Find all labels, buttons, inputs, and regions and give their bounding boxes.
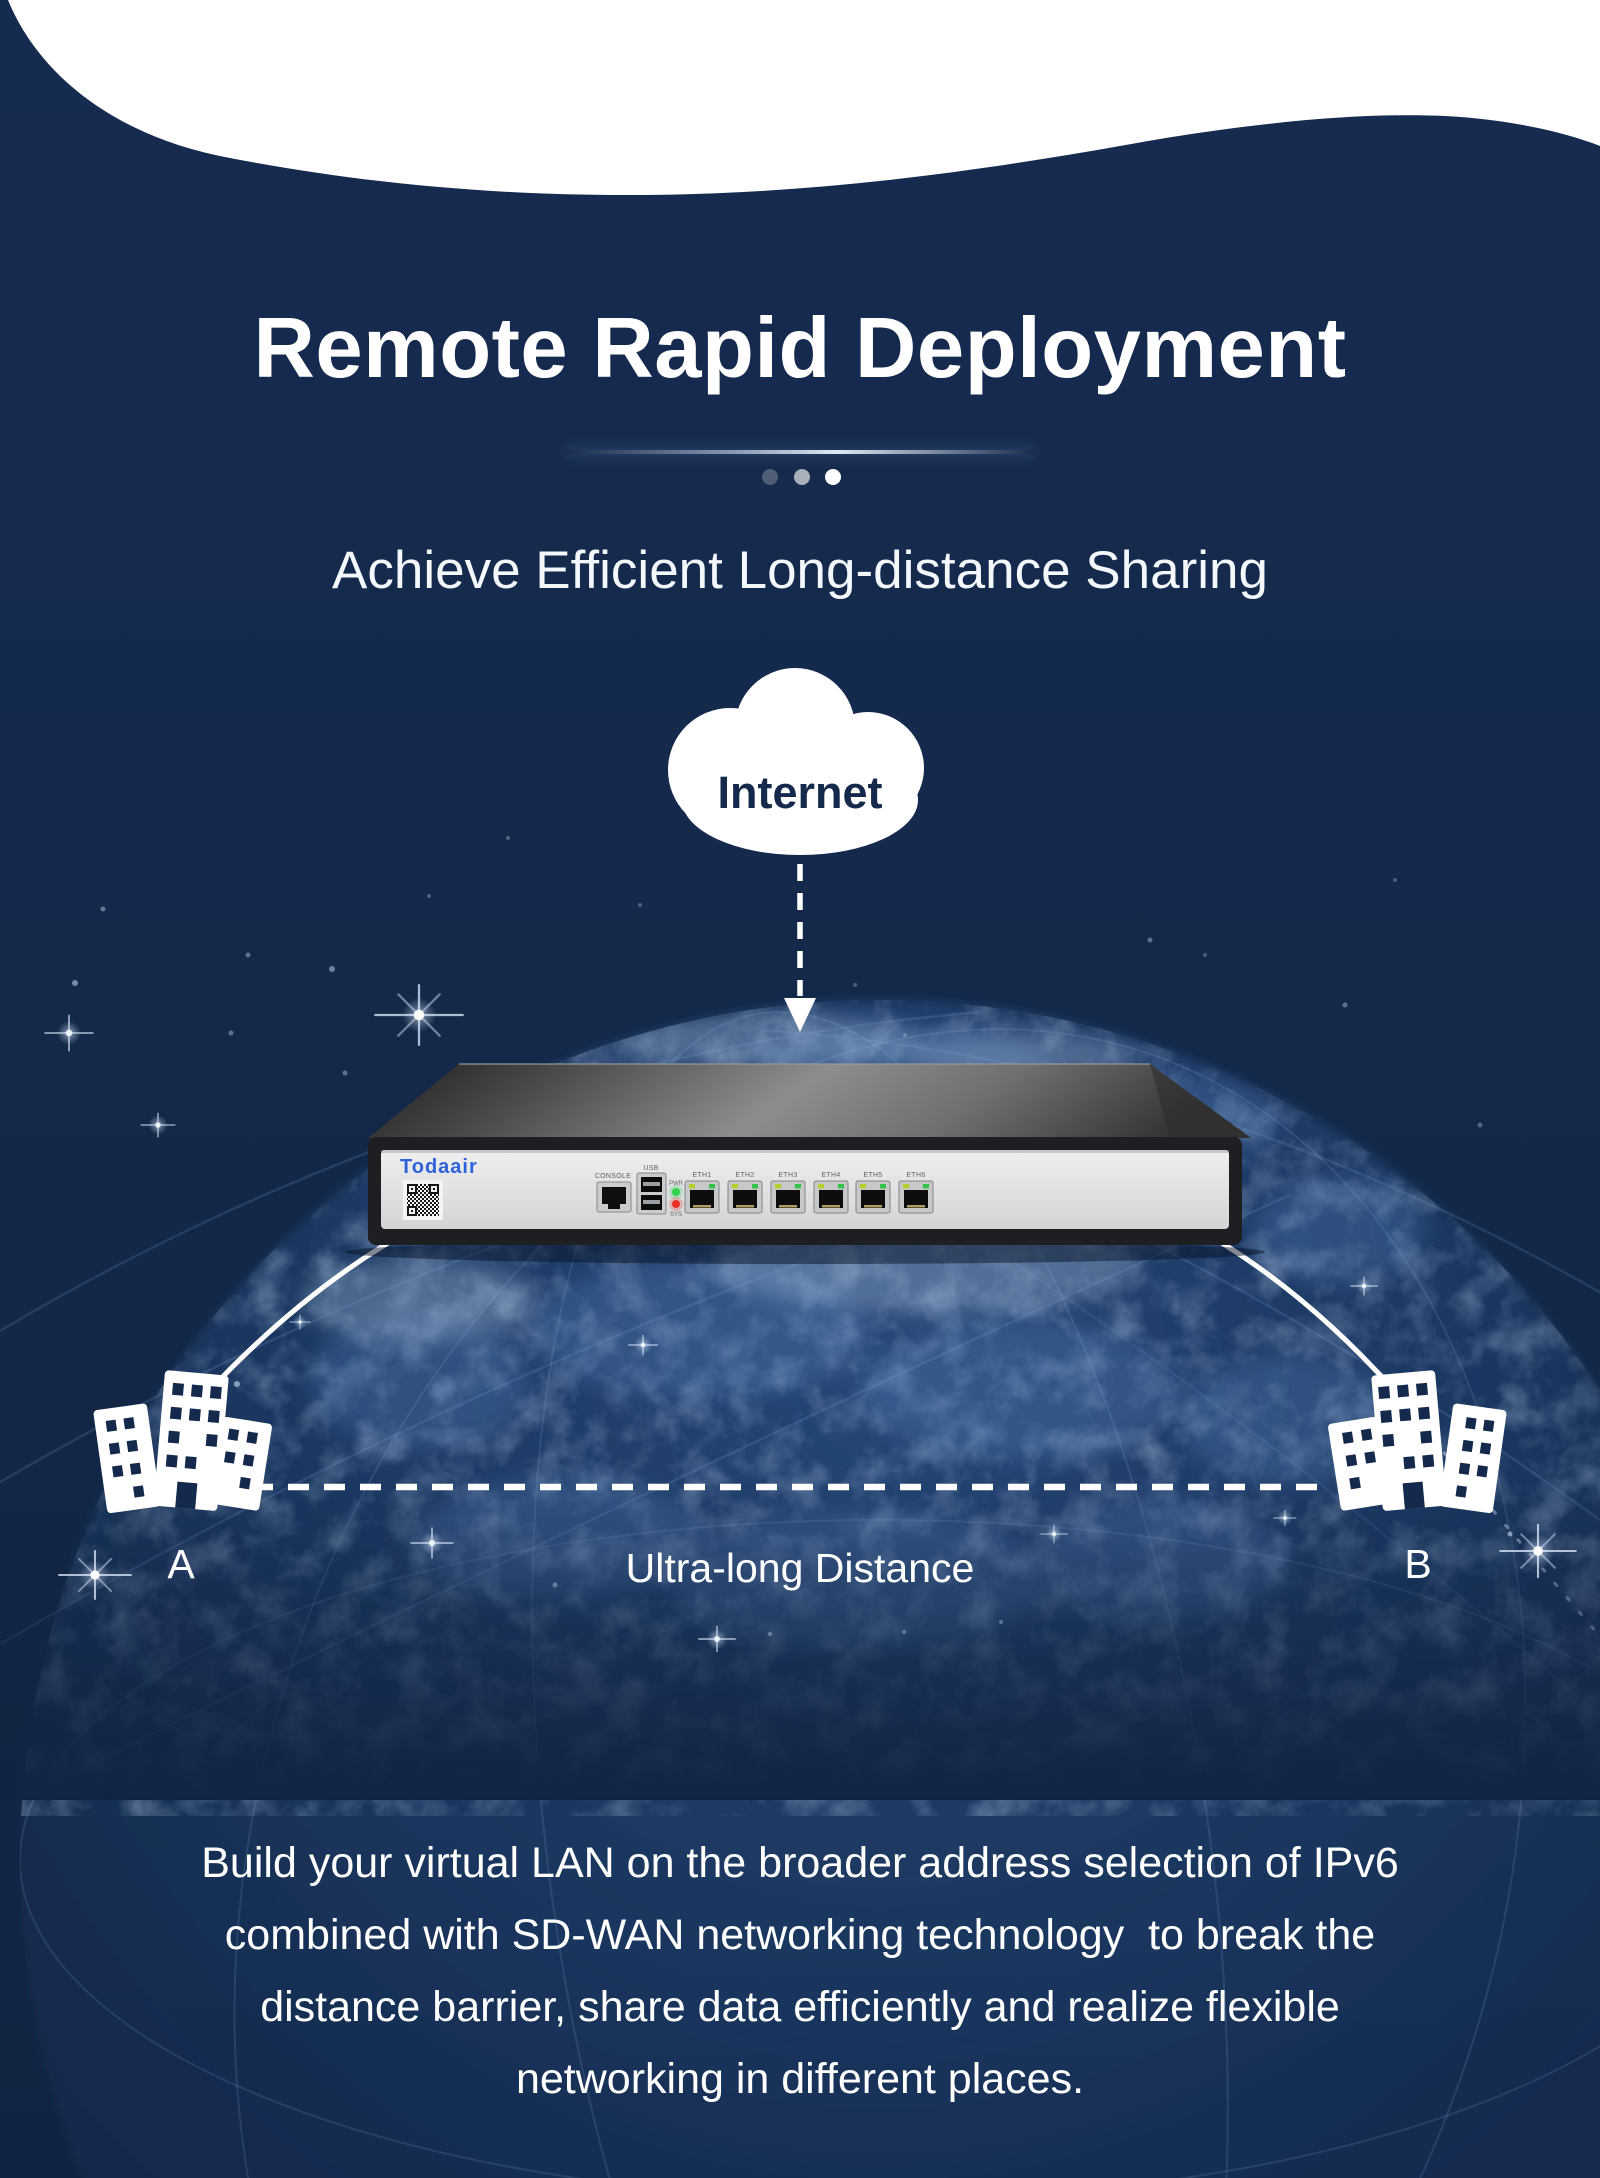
- distance-label: Ultra-long Distance: [625, 1545, 975, 1591]
- paragraph-line: Build your virtual LAN on the broader ad…: [201, 1839, 1399, 1887]
- usb-ports: USB: [636, 1165, 667, 1215]
- page-subtitle: Achieve Efficient Long-distance Sharing: [332, 541, 1268, 600]
- svg-text:USB: USB: [643, 1165, 658, 1172]
- svg-text:ETH1: ETH1: [692, 1172, 711, 1179]
- divider-dot: [794, 469, 810, 485]
- city-buildings-icon: [93, 1370, 272, 1514]
- svg-text:SYS: SYS: [670, 1212, 682, 1218]
- device-top-lid: [368, 1064, 1251, 1138]
- svg-text:ETH3: ETH3: [778, 1172, 797, 1179]
- brand-logo: Todaair: [400, 1156, 478, 1178]
- paragraph-line: distance barrier, share data efficiently…: [260, 1983, 1340, 2031]
- paragraph-line: networking in different places.: [515, 2055, 1085, 2103]
- globe-fade: [0, 1480, 1600, 1800]
- eth-port: ETH4: [813, 1172, 849, 1214]
- endpoint-b-label: B: [1404, 1541, 1432, 1587]
- divider-dot: [762, 469, 778, 485]
- eth-port: ETH3: [770, 1172, 806, 1214]
- svg-text:CONSOLE: CONSOLE: [595, 1173, 631, 1180]
- qr-code-icon: [403, 1180, 443, 1220]
- description-paragraph: Build your virtual LAN on the broader ad…: [0, 1827, 1600, 2115]
- svg-text:ETH2: ETH2: [735, 1172, 754, 1179]
- internet-cloud-icon: [668, 668, 924, 855]
- link-line-b: [1219, 1240, 1395, 1391]
- endpoint-a-label: A: [167, 1541, 195, 1587]
- svg-text:ETH6: ETH6: [906, 1172, 925, 1179]
- network-appliance: Todaair CONSOLE: [345, 1063, 1265, 1264]
- page-title: Remote Rapid Deployment: [253, 301, 1347, 396]
- svg-text:PWR: PWR: [669, 1181, 684, 1187]
- console-port: CONSOLE: [595, 1173, 632, 1213]
- svg-text:ETH5: ETH5: [863, 1172, 882, 1179]
- city-buildings-icon: [1328, 1370, 1507, 1514]
- pwr-led: [672, 1188, 680, 1196]
- top-wave: [8, 0, 1600, 196]
- svg-text:ETH4: ETH4: [821, 1172, 840, 1179]
- dashed-down-arrow-icon: [784, 864, 816, 1032]
- eth-port: ETH6: [898, 1172, 934, 1214]
- star-glint-icon: [44, 983, 1577, 1653]
- paragraph-line: combined with SD-WAN networking technolo…: [224, 1911, 1376, 1959]
- eth-port: ETH1: [684, 1172, 720, 1214]
- divider-glow-line: [565, 450, 1035, 454]
- internet-label: Internet: [717, 767, 883, 818]
- star-glints: [44, 836, 1577, 1653]
- sys-led: [672, 1200, 680, 1208]
- eth-ports: ETH1 ETH2 ETH3: [684, 1172, 934, 1214]
- status-leds: PWR SYS: [669, 1181, 684, 1218]
- divider-dot: [825, 469, 841, 485]
- eth-port: ETH2: [727, 1172, 763, 1214]
- divider-dots: [762, 469, 841, 485]
- link-line-a: [209, 1240, 391, 1391]
- eth-port: ETH5: [855, 1172, 891, 1214]
